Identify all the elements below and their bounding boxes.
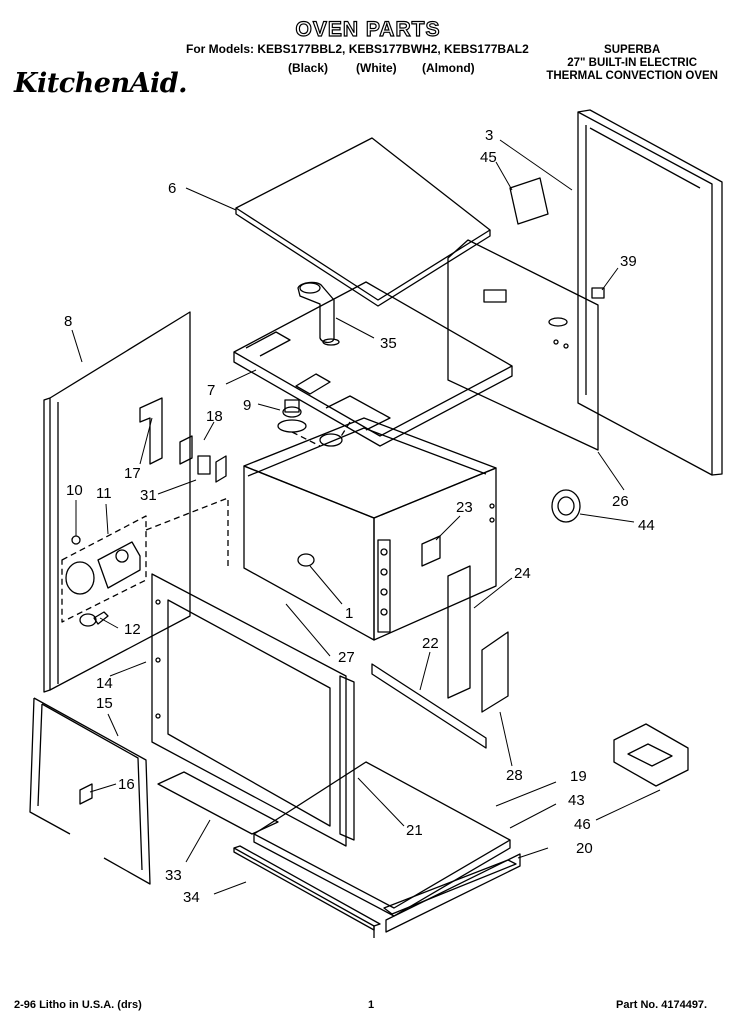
- callout-33: 33: [165, 867, 182, 884]
- callout-45: 45: [480, 149, 497, 166]
- color-label-black: (Black): [288, 61, 329, 75]
- light-assembly-part: [61, 515, 147, 627]
- trim-part: [383, 859, 517, 915]
- bracket-part: [139, 397, 163, 465]
- callout-34: 34: [183, 889, 200, 906]
- callout-27: 27: [338, 649, 355, 666]
- right-side-panel-part: [577, 109, 723, 476]
- kick-plate-part: [157, 771, 279, 835]
- callout-23: 23: [456, 499, 473, 516]
- callout-28: 28: [506, 767, 523, 784]
- product-line-2: 27" BUILT-IN ELECTRIC: [567, 57, 698, 69]
- models-line: For Models: KEBS177BBL2, KEBS177BWH2, KE…: [186, 42, 529, 56]
- vent-grille-part: [233, 845, 381, 938]
- mounting-plate-part: [421, 535, 441, 567]
- callout-9: 9: [243, 397, 251, 414]
- color-label-almond: (Almond): [422, 61, 475, 75]
- product-description: SUPERBA 27" BUILT-IN ELECTRIC THERMAL CO…: [546, 44, 718, 83]
- callout-46: 46: [574, 816, 591, 833]
- callout-numbers: 3 45 6 39 8 35 7 9 18 17 26 10 11 31 23 …: [64, 127, 655, 906]
- callout-26: 26: [612, 493, 629, 510]
- callout-39: 39: [620, 253, 637, 270]
- product-line-1: SUPERBA: [604, 44, 661, 56]
- door-gasket-part: [29, 697, 151, 885]
- product-line-3: THERMAL CONVECTION OVEN: [546, 70, 718, 82]
- rear-panel-part: [447, 239, 599, 451]
- callout-43: 43: [568, 792, 585, 809]
- callout-20: 20: [576, 840, 593, 857]
- trim-strip-part: [339, 675, 355, 841]
- callout-14: 14: [96, 675, 113, 692]
- callout-16: 16: [118, 776, 135, 793]
- rail-part: [371, 663, 487, 749]
- callout-10: 10: [66, 482, 83, 499]
- callout-15: 15: [96, 695, 113, 712]
- switch-part: [197, 455, 211, 475]
- thermostat-switch-part: [277, 399, 343, 447]
- callout-22: 22: [422, 635, 439, 652]
- color-label-white: (White): [356, 61, 397, 75]
- page-title: OVEN PARTS: [295, 17, 441, 41]
- front-frame-part: [151, 573, 347, 847]
- callout-3: 3: [485, 127, 493, 144]
- clip-part: [79, 783, 93, 805]
- top-panel-part: [235, 137, 491, 307]
- terminal-block-part-2: [215, 455, 227, 483]
- shield-part: [613, 723, 689, 787]
- footer-page-number: 1: [368, 999, 375, 1011]
- bracket-45-part: [509, 177, 549, 225]
- callout-24: 24: [514, 565, 531, 582]
- callout-18: 18: [206, 408, 223, 425]
- callout-35: 35: [380, 335, 397, 352]
- left-side-panel-part: [43, 311, 191, 693]
- oven-cavity-part: [243, 417, 497, 641]
- callout-17: 17: [124, 465, 141, 482]
- hinge-part: [481, 631, 509, 713]
- fan-ring-part: [551, 489, 581, 523]
- brand-logo: KitchenAid.: [14, 68, 188, 99]
- callout-11: 11: [96, 485, 112, 502]
- callout-1: 1: [345, 605, 353, 622]
- callout-44: 44: [638, 517, 655, 534]
- vent-duct-part: [297, 281, 340, 346]
- footer-part-number: Part No. 4174497.: [616, 999, 708, 1011]
- leader-lines: [71, 139, 661, 895]
- cabinet-top-part: [233, 281, 513, 447]
- bottom-panel-part: [253, 761, 511, 917]
- terminal-block-part: [179, 435, 193, 465]
- hinge-bracket-part: [447, 565, 471, 699]
- clip-39-part: [591, 287, 605, 299]
- callout-12: 12: [124, 621, 141, 638]
- lower-trim-part: [385, 853, 521, 933]
- assembly-guide-lines: [145, 421, 351, 566]
- callout-21: 21: [406, 822, 423, 839]
- footer-print-info: 2-96 Litho in U.S.A. (drs): [14, 999, 142, 1011]
- callout-31: 31: [140, 487, 157, 504]
- callout-6: 6: [168, 180, 176, 197]
- callout-7: 7: [207, 382, 215, 399]
- callout-8: 8: [64, 313, 72, 330]
- callout-19: 19: [570, 768, 587, 785]
